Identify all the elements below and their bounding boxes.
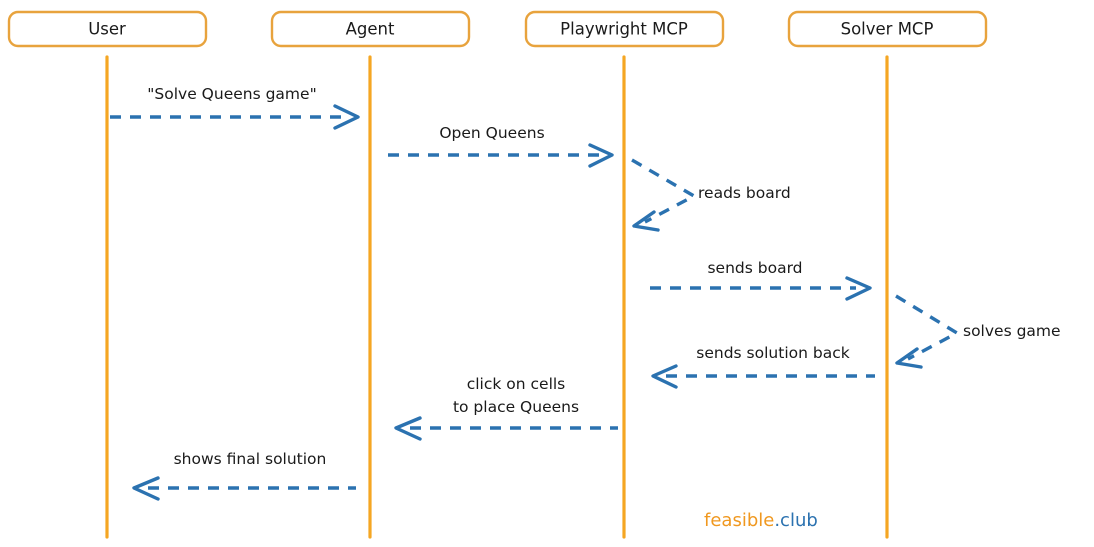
message-line-reads-board [631,158,698,224]
watermark: feasible.club [704,510,818,531]
participant-agent[interactable]: Agent [270,10,471,48]
participant-label-user: User [88,20,126,39]
watermark-brand-name: feasible [704,510,774,531]
participant-box-solver-mcp[interactable] [787,10,988,48]
message-line-solves-game [895,294,961,361]
participant-solver-mcp[interactable]: Solver MCP [787,10,988,48]
message-sends-board: sends board [650,259,872,301]
message-click-on-cells: click on cells to place Queens [394,375,618,441]
message-label-sends-solution-back: sends solution back [696,344,849,362]
arrowhead-right-sends-board [845,276,872,301]
arrowhead-left-shows-final-solution [132,476,160,501]
participant-box-agent[interactable] [270,10,471,48]
message-label-open-queens: Open Queens [439,124,544,142]
participant-label-solver-mcp: Solver MCP [841,20,934,39]
message-label-sends-board: sends board [707,259,802,277]
message-reads-board: reads board [631,158,791,232]
arrowhead-right-open-queens [588,143,614,168]
arrowhead-left-click-on-cells [394,416,422,441]
message-label-shows-final-solution: shows final solution [174,450,327,468]
arrowhead-left-sends-solution-back [651,364,678,389]
participant-user[interactable]: User [7,10,208,48]
arrowhead-right-solve-queens-game [333,104,360,130]
participant-box-playwright-mcp[interactable] [524,10,725,48]
watermark-brand: feasible.club [704,510,818,531]
message-solves-game: solves game [895,294,1061,369]
message-open-queens: Open Queens [388,124,614,168]
message-label-reads-board: reads board [698,184,791,202]
lifelines [105,55,889,539]
message-sends-solution-back: sends solution back [651,344,875,389]
message-label-solves-game: solves game [963,322,1061,340]
watermark-brand-tld: .club [774,510,817,531]
message-shows-final-solution: shows final solution [132,450,356,501]
arrowhead-self-solves-game [895,347,923,369]
message-solve-queens-game: "Solve Queens game" [110,85,360,130]
participant-box-user[interactable] [7,10,208,48]
participant-label-agent: Agent [346,20,395,39]
message-label-solve-queens-game: "Solve Queens game" [147,85,316,103]
participant-playwright-mcp[interactable]: Playwright MCP [524,10,725,48]
message-label-click-on-cells-line1: click on cells [467,375,566,393]
participant-label-playwright-mcp: Playwright MCP [560,20,688,39]
message-label-click-on-cells-line2: to place Queens [453,398,579,416]
arrowhead-self-reads-board [632,210,660,232]
